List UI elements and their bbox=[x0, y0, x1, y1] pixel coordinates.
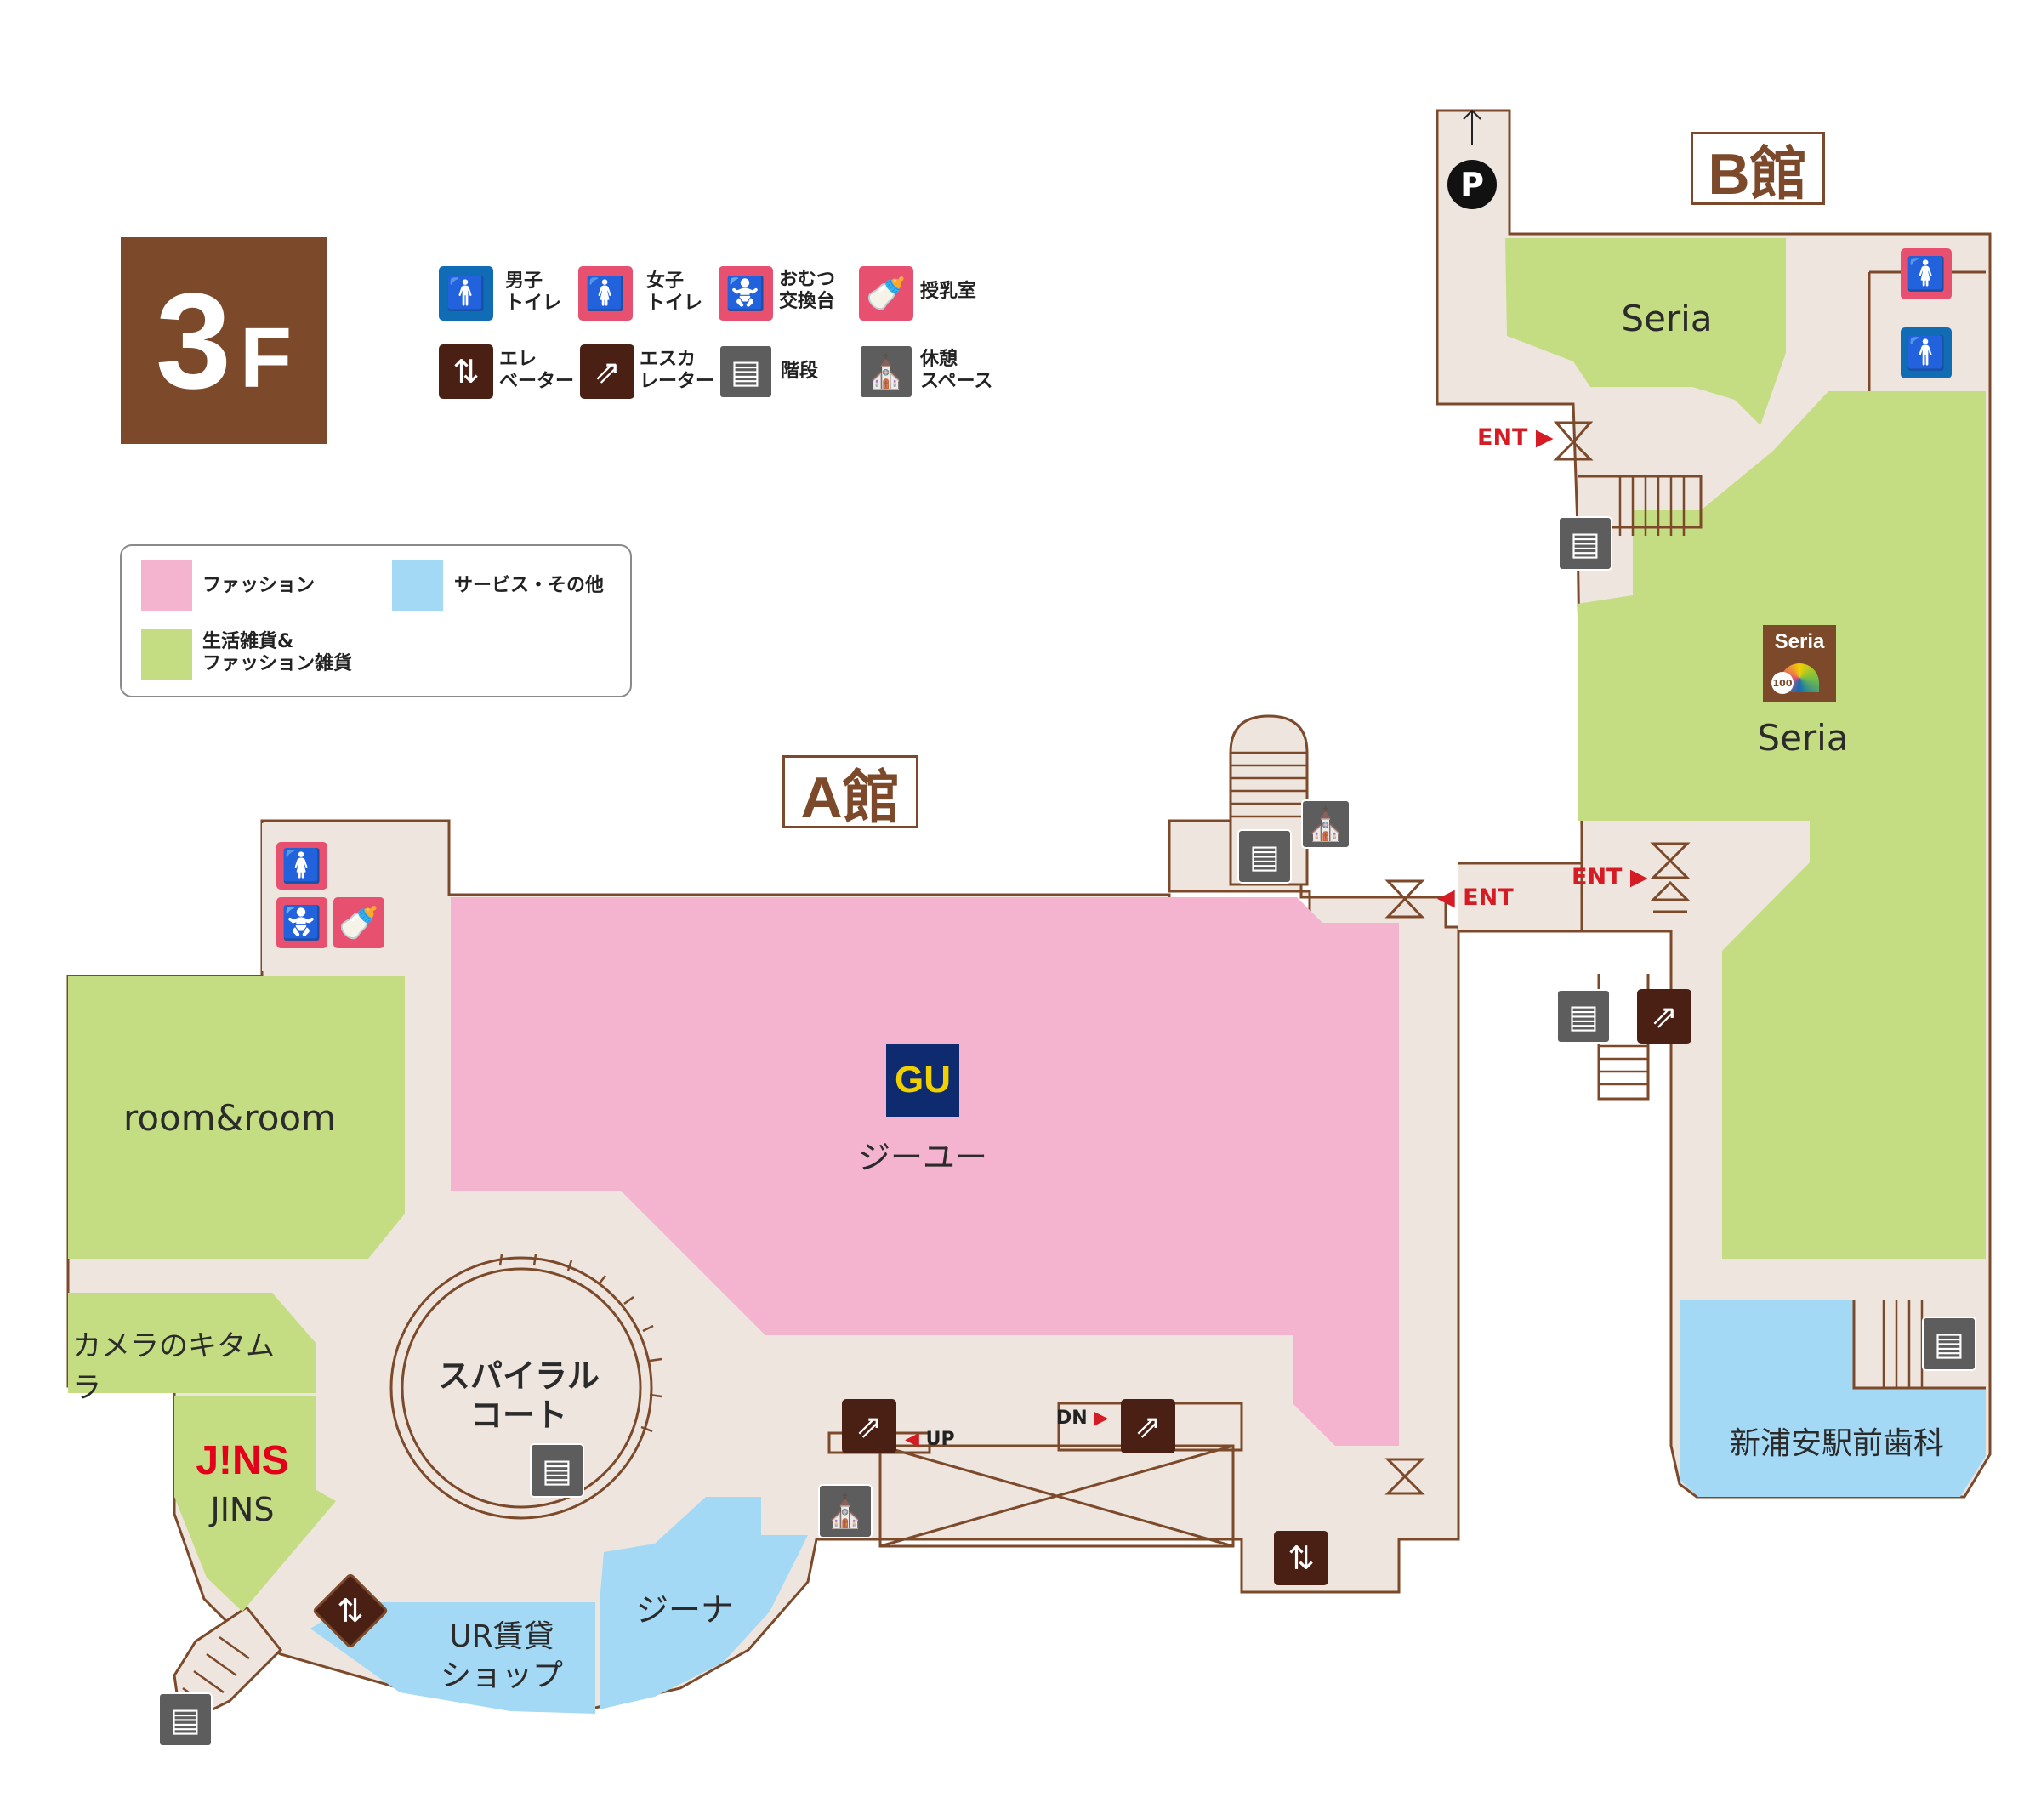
ent-label-b-top: ENT ▶ bbox=[1477, 424, 1554, 451]
jins-logo: J!NS bbox=[196, 1438, 289, 1483]
escalator-up-label: ◀ UP bbox=[905, 1429, 955, 1450]
stairs-icon: ▤ bbox=[719, 344, 773, 399]
legend-service: サービス・その他 bbox=[454, 575, 605, 596]
floor-suffix: F bbox=[239, 310, 293, 406]
rest-area-icon-a-top[interactable]: ⛪ bbox=[1301, 799, 1350, 849]
floor-badge: 3 F bbox=[121, 237, 327, 444]
ent-label-b-mid: ENT ▶ bbox=[1572, 864, 1648, 890]
legend-goods: 生活雑貨&ファッション雑貨 bbox=[202, 631, 353, 674]
legend-mens-toilet: 男子トイレ bbox=[505, 270, 562, 314]
legend-diaper: おむつ交換台 bbox=[779, 269, 836, 312]
stair-steps bbox=[182, 476, 1924, 1711]
legend-nursing: 授乳室 bbox=[920, 281, 977, 302]
stairs-icon-lower-left[interactable]: ▤ bbox=[158, 1692, 213, 1747]
male-icon: 🚹 bbox=[439, 266, 493, 321]
parking-icon[interactable]: P bbox=[1447, 160, 1497, 209]
legend-stairs: 階段 bbox=[781, 361, 819, 382]
escalator-icon-down[interactable]: ⇗ bbox=[1121, 1399, 1175, 1453]
womens-toilet-icon-b[interactable]: 🚺 bbox=[1901, 248, 1952, 299]
diaper-changing-icon-a[interactable]: 🚼 bbox=[276, 897, 327, 948]
category-legend bbox=[120, 544, 632, 697]
shop-shinurayasu-dental[interactable]: 新浦安駅前歯科 bbox=[1729, 1426, 1944, 1461]
nursing-room-icon-a[interactable]: 🍼 bbox=[333, 897, 384, 948]
womens-toilet-icon-a[interactable]: 🚺 bbox=[276, 842, 327, 890]
stairs-spiral bbox=[498, 1254, 662, 1433]
shop-seria-top[interactable]: Seria bbox=[1621, 298, 1713, 339]
shop-ur-rental[interactable]: UR賃貸ショップ bbox=[440, 1619, 563, 1693]
shop-zina[interactable]: ジーナ bbox=[635, 1591, 733, 1629]
shop-blocks bbox=[68, 238, 1986, 1714]
legend-womens-toilet: 女子トイレ bbox=[646, 270, 703, 314]
building-b-label: B館 bbox=[1691, 132, 1825, 207]
stairs-icon-a-tower[interactable]: ▤ bbox=[1237, 829, 1292, 884]
stairs-b-top bbox=[1618, 476, 1686, 536]
entrance-doors bbox=[1384, 421, 1691, 1495]
legend-rest: 休憩スペース bbox=[920, 349, 993, 392]
diaper-changing-icon: 🚼 bbox=[719, 266, 773, 321]
shop-camera-kitamura[interactable]: カメラのキタムラ bbox=[72, 1329, 275, 1405]
stairs-icon-spiral[interactable]: ▤ bbox=[530, 1443, 584, 1498]
shop-seria-main[interactable]: Seria bbox=[1757, 717, 1849, 759]
swatch-service bbox=[392, 560, 443, 611]
legend-elevator: エレベーター bbox=[499, 349, 575, 392]
seria-logo: Seria 100 bbox=[1763, 625, 1836, 702]
swatch-goods bbox=[141, 629, 192, 680]
legend-escalator: エスカレーター bbox=[640, 349, 715, 392]
shop-jins[interactable]: JINS bbox=[210, 1491, 275, 1528]
rest-area-icon: ⛪ bbox=[859, 344, 913, 399]
swatch-fashion bbox=[141, 560, 192, 611]
mens-toilet-icon-b[interactable]: 🚹 bbox=[1901, 327, 1952, 378]
escalator-down-label: DN ▶ bbox=[1056, 1408, 1109, 1429]
building-a-label: A館 bbox=[782, 755, 918, 830]
stairs-icon-b-mid[interactable]: ▤ bbox=[1556, 989, 1611, 1044]
elevator-icon: ⇅ bbox=[439, 344, 493, 399]
seria-100-badge: 100 bbox=[1771, 672, 1794, 694]
escalator-icon: ⇗ bbox=[580, 344, 634, 399]
rest-area-icon-a[interactable]: ⛪ bbox=[818, 1484, 873, 1538]
parking-path bbox=[1463, 109, 1481, 145]
elevator-icon-a-right[interactable]: ⇅ bbox=[1274, 1531, 1328, 1585]
baby-bottle-icon: 🍼 bbox=[859, 266, 913, 321]
stairs-icon-b-top[interactable]: ▤ bbox=[1558, 516, 1612, 571]
gu-logo: GU bbox=[886, 1044, 959, 1117]
legend-fashion: ファッション bbox=[202, 575, 316, 596]
shop-gu[interactable]: ジーユー bbox=[857, 1139, 987, 1176]
stairs-a-tower bbox=[1231, 751, 1307, 818]
spiral-court[interactable]: スパイラルコート bbox=[437, 1357, 600, 1434]
stairs-b-mid bbox=[1599, 1044, 1648, 1086]
stairs-icon-b-low[interactable]: ▤ bbox=[1922, 1317, 1976, 1371]
shop-room-and-room[interactable]: room&room bbox=[122, 1097, 337, 1139]
floor-number: 3 bbox=[155, 264, 231, 417]
escalator-icon-up[interactable]: ⇗ bbox=[842, 1399, 896, 1453]
female-icon: 🚺 bbox=[578, 266, 633, 321]
escalator-icon-b[interactable]: ⇗ bbox=[1637, 989, 1691, 1044]
ent-label-a: ◀ ENT bbox=[1437, 884, 1514, 911]
